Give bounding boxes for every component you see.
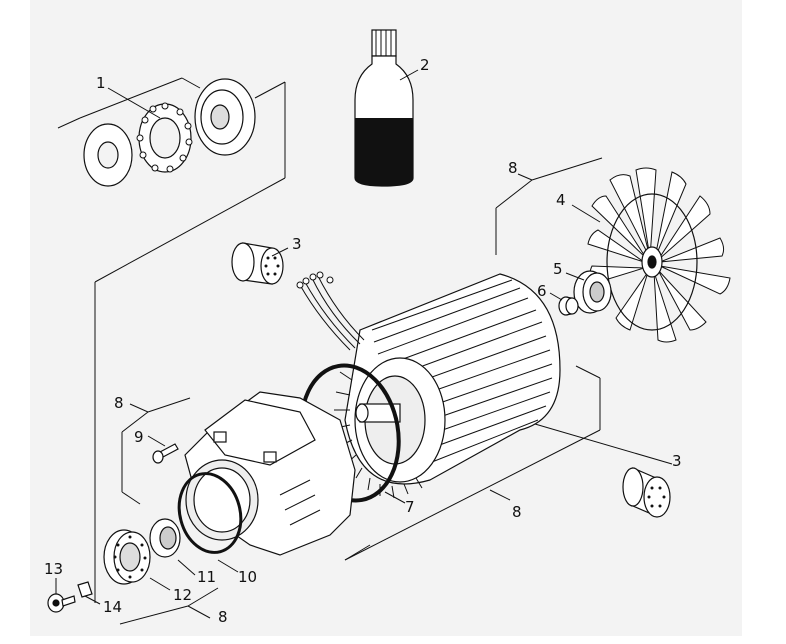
callout-11: 11: [197, 568, 216, 586]
callout-2: 2: [420, 56, 430, 74]
part-9-screw: [152, 443, 179, 464]
part-4-fan: [587, 167, 731, 343]
part-13-bolt: [47, 593, 76, 613]
callout-12: 12: [173, 586, 192, 604]
callout-6: 6: [537, 282, 547, 300]
callout-8-top-right: 8: [508, 159, 518, 177]
part-14-washer: [77, 581, 93, 598]
motor-flange-housing: [184, 391, 356, 556]
callout-10: 10: [238, 568, 257, 586]
callout-3-top: 3: [292, 235, 302, 253]
leader-lines: [55, 69, 673, 625]
callout-5: 5: [553, 260, 563, 278]
part-10-ring: [177, 472, 243, 554]
callout-8-lower-right: 8: [512, 503, 522, 521]
part-12-bearing: [103, 529, 151, 585]
callout-8-bottom: 8: [218, 608, 228, 626]
callout-8-left: 8: [114, 394, 124, 412]
part-2-oil-bottle: [354, 29, 414, 187]
part-6-nut: [558, 296, 579, 316]
callout-9: 9: [134, 428, 144, 446]
callout-3-bottom: 3: [672, 452, 682, 470]
part-3-cylinder-top: [231, 242, 284, 285]
part-5-bearing: [573, 270, 612, 314]
callout-14: 14: [103, 598, 122, 616]
callout-7: 7: [405, 498, 415, 516]
callout-4: 4: [556, 191, 566, 209]
callout-1: 1: [96, 74, 106, 92]
part-3-cylinder-bottom: [622, 467, 671, 518]
part-11-seal: [149, 518, 181, 558]
callout-labels: 1 2 3 3 4 5 6 7 8 8 8 8 9 10 11 12 13 14: [44, 56, 682, 626]
part-1-thrust-bearing-set: [83, 78, 256, 187]
callout-13: 13: [44, 560, 63, 578]
